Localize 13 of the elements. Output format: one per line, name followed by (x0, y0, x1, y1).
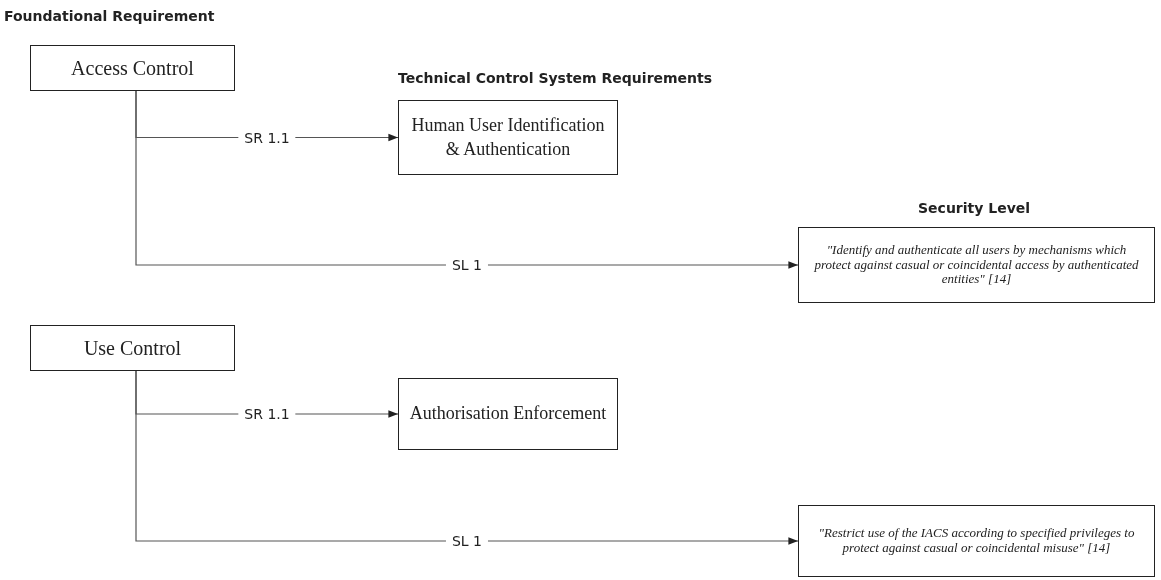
column-heading: Technical Control System Requirements (398, 70, 713, 86)
quote-box: "Identify and authenticate all users by mechanisms which protect against casual or coincidental access by authenticated entities" [14] (798, 227, 1155, 303)
column-heading: Foundational Requirement (4, 8, 215, 24)
requirement-box: Authorisation Enforcement (398, 378, 618, 450)
requirement-box: Use Control (30, 325, 235, 371)
arrow (135, 370, 799, 545)
requirement-box: Human User Identification & Authentication (398, 100, 618, 175)
edge-label: SL 1 (446, 533, 488, 549)
edge-label: SL 1 (446, 257, 488, 273)
edge-label: SR 1.1 (238, 406, 296, 422)
arrow (135, 90, 799, 269)
requirement-box: Access Control (30, 45, 235, 91)
quote-box: "Restrict use of the IACS according to specified privileges to protect against casual or coincidental misuse" [14] (798, 505, 1155, 577)
